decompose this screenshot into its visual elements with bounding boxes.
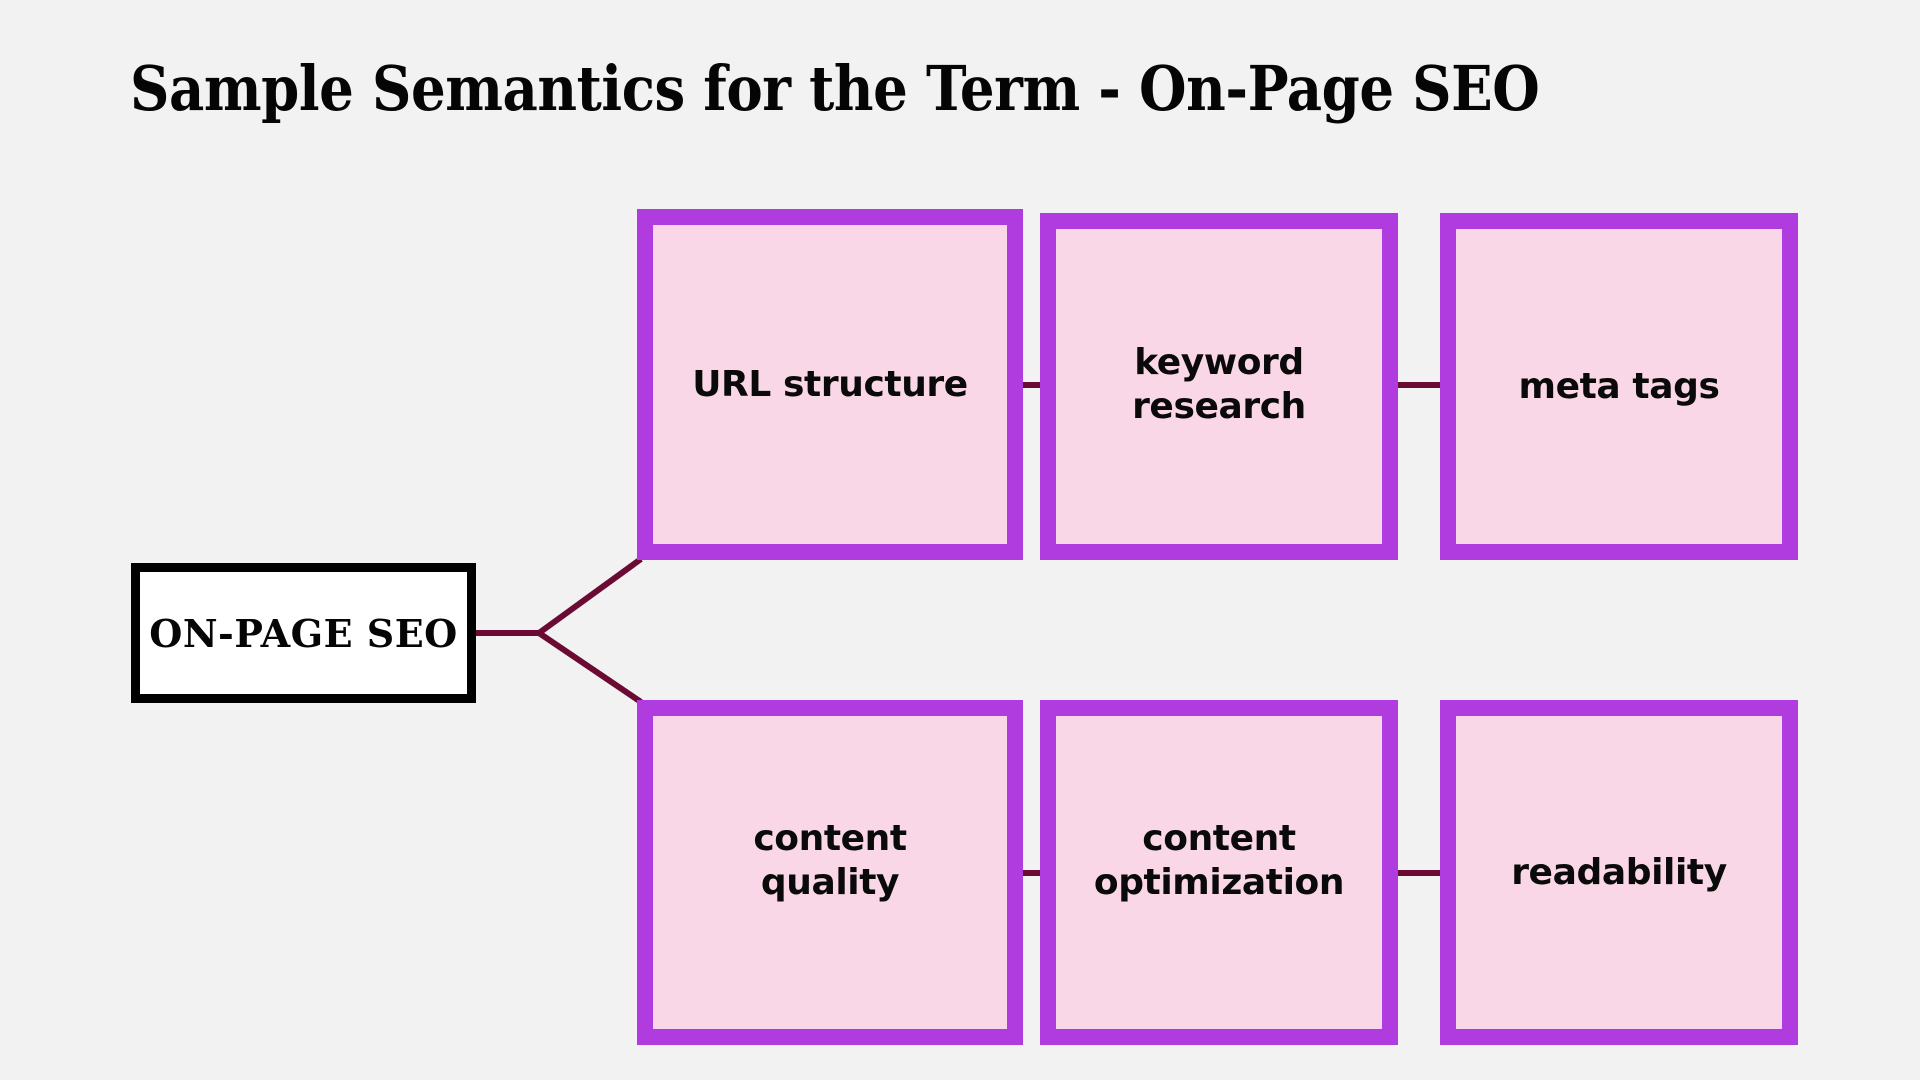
semantic-node-content-optimization[interactable]: content optimization — [1040, 700, 1398, 1045]
connector-root-to-url-structure — [537, 556, 643, 636]
semantic-node-label: keyword research — [1132, 341, 1306, 427]
root-node-label: ON-PAGE SEO — [149, 610, 458, 656]
semantic-node-label: URL structure — [692, 363, 968, 405]
semantic-node-label: meta tags — [1518, 365, 1720, 407]
root-node-on-page-seo[interactable]: ON-PAGE SEO — [131, 563, 476, 703]
semantic-node-label: content optimization — [1093, 817, 1345, 903]
semantic-node-content-quality[interactable]: content quality — [637, 700, 1023, 1045]
semantic-node-label: content quality — [753, 817, 907, 903]
connector-root-to-content-quality — [537, 630, 643, 705]
page-title: Sample Semantics for the Term - On-Page … — [130, 52, 1540, 125]
semantic-node-label: readability — [1511, 851, 1727, 893]
semantic-node-keyword-research[interactable]: keyword research — [1040, 213, 1398, 560]
semantic-node-url-structure[interactable]: URL structure — [637, 209, 1023, 560]
semantic-node-readability[interactable]: readability — [1440, 700, 1798, 1045]
semantic-node-meta-tags[interactable]: meta tags — [1440, 213, 1798, 560]
